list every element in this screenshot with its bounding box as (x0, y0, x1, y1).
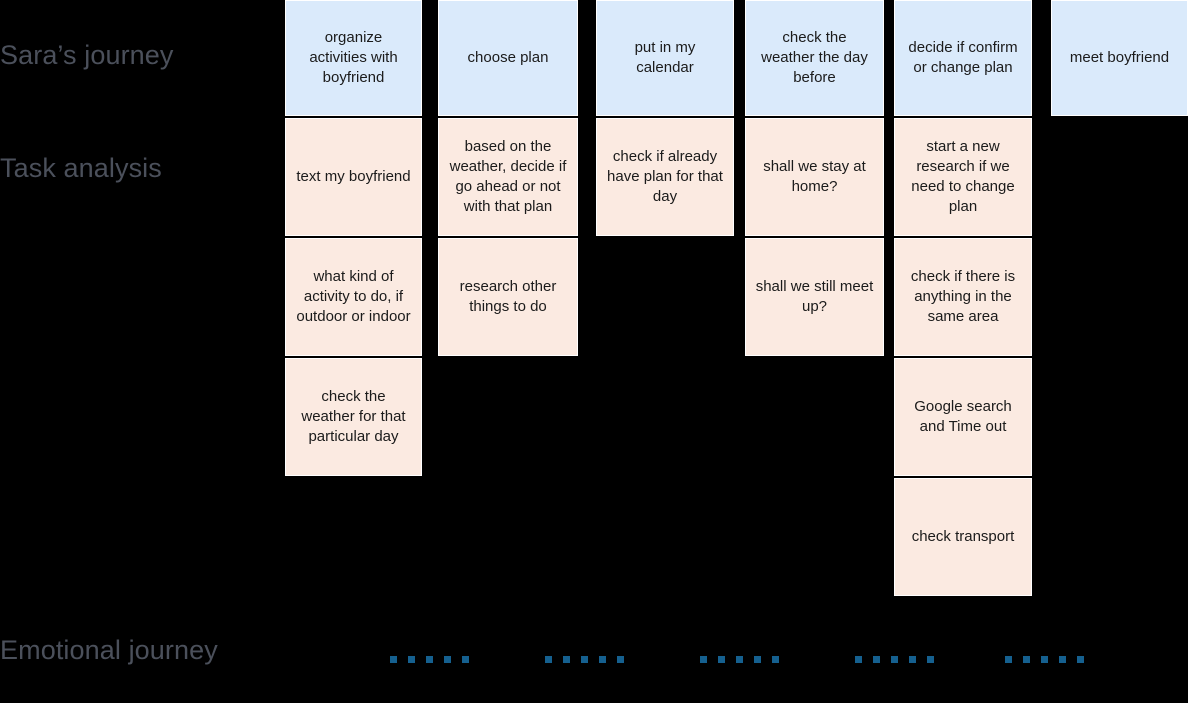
task-card-11[interactable]: check transport (894, 478, 1032, 596)
journey-card-1[interactable]: choose plan (438, 0, 578, 116)
task-card-1[interactable]: based on the weather, decide if go ahead… (438, 118, 578, 236)
task-card-6[interactable]: research other things to do (438, 238, 578, 356)
row-label-sara-journey: Sara’s journey (0, 40, 174, 70)
task-card-10[interactable]: Google search and Time out (894, 358, 1032, 476)
task-card-9[interactable]: check the weather for that particular da… (285, 358, 422, 476)
task-card-3[interactable]: shall we stay at home? (745, 118, 884, 236)
task-card-8[interactable]: check if there is anything in the same a… (894, 238, 1032, 356)
emotion-dash-5 (1005, 656, 1084, 663)
emotion-dash-4 (855, 656, 934, 663)
emotion-dash-1 (390, 656, 469, 663)
journey-card-4[interactable]: decide if confirm or change plan (894, 0, 1032, 116)
row-label-emotional-journey: Emotional journey (0, 635, 218, 665)
journey-card-0[interactable]: organize activities with boyfriend (285, 0, 422, 116)
journey-card-2[interactable]: put in my calendar (596, 0, 734, 116)
task-card-7[interactable]: shall we still meet up? (745, 238, 884, 356)
task-card-2[interactable]: check if already have plan for that day (596, 118, 734, 236)
emotion-dash-3 (700, 656, 779, 663)
row-label-task-analysis: Task analysis (0, 153, 162, 183)
emotion-dash-2 (545, 656, 624, 663)
task-card-4[interactable]: start a new research if we need to chang… (894, 118, 1032, 236)
journey-card-5[interactable]: meet boyfriend (1051, 0, 1188, 116)
task-card-0[interactable]: text my boyfriend (285, 118, 422, 236)
journey-card-3[interactable]: check the weather the day before (745, 0, 884, 116)
task-card-5[interactable]: what kind of activity to do, if outdoor … (285, 238, 422, 356)
